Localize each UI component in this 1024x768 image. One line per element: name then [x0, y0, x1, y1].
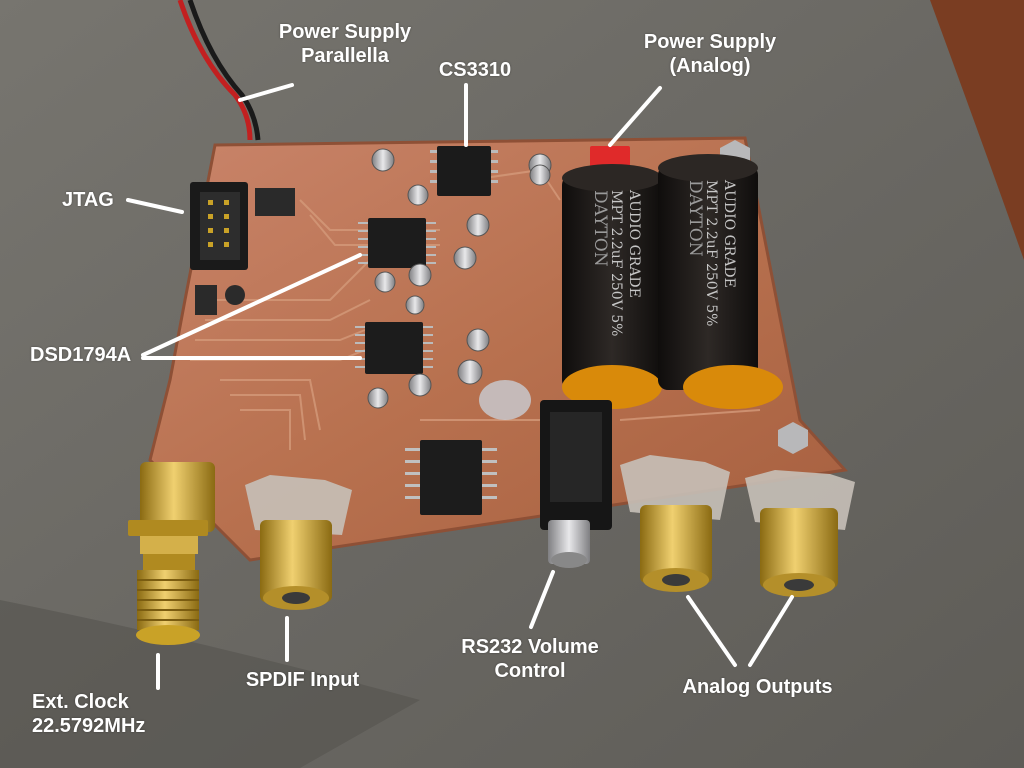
svg-text:AUDIO GRADE: AUDIO GRADE: [626, 189, 642, 298]
analog-rca-right: [745, 470, 855, 597]
label-dsd1794a: DSD1794A: [30, 344, 132, 366]
rs232-jack: [540, 400, 612, 568]
small-ic: [255, 188, 295, 216]
svg-text:MPT 2.2uF 250V 5%: MPT 2.2uF 250V 5%: [608, 190, 624, 336]
mat-shadow: [0, 600, 420, 768]
label-power-supply-parallella: Power Supply Parallella: [278, 21, 412, 67]
analog-power-connector: [590, 146, 630, 168]
label-power-supply-analog: Power Supply (Analog): [643, 31, 777, 77]
label-spdif-input: SPDIF Input: [245, 669, 360, 691]
analog-rca-left: [620, 455, 730, 592]
label-ext-clock: Ext. Clock 22.5792MHz: [32, 691, 146, 737]
mounting-nut-right: [778, 422, 808, 454]
wood-table-corner: [930, 0, 1024, 260]
svg-text:AUDIO GRADE: AUDIO GRADE: [721, 179, 737, 288]
jtag-header: [190, 182, 248, 270]
small-component: [225, 285, 245, 305]
leader-lines: [126, 83, 794, 690]
small-switch: [195, 285, 217, 315]
film-capacitor-left: DAYTON MPT 2.2uF 250V 5% AUDIO GRADE: [562, 164, 662, 409]
black-wire: [187, 0, 261, 141]
film-capacitor-right: DAYTON MPT 2.2uF 250V 5% AUDIO GRADE: [658, 154, 783, 409]
label-analog-outputs: Analog Outputs: [682, 676, 833, 698]
solder-patch: [479, 380, 531, 420]
sma-clock-connector: [128, 462, 215, 645]
small-capacitors: [367, 148, 552, 409]
spdif-rca-jack: [245, 475, 352, 610]
receiver-chip: [405, 440, 497, 515]
svg-text:MPT 2.2uF 250V 5%: MPT 2.2uF 250V 5%: [703, 180, 719, 326]
dsd1794a-chip-top: [358, 218, 436, 268]
label-cs3310: CS3310: [438, 59, 512, 81]
label-jtag: JTAG: [62, 189, 114, 211]
svg-text:DAYTON: DAYTON: [685, 180, 705, 257]
red-wire: [177, 0, 253, 141]
svg-text:DAYTON: DAYTON: [590, 190, 610, 267]
label-rs232-volume-control: RS232 Volume Control: [461, 636, 599, 682]
dsd1794a-chip-bottom: [355, 322, 433, 374]
cs3310-chip: [430, 146, 498, 196]
